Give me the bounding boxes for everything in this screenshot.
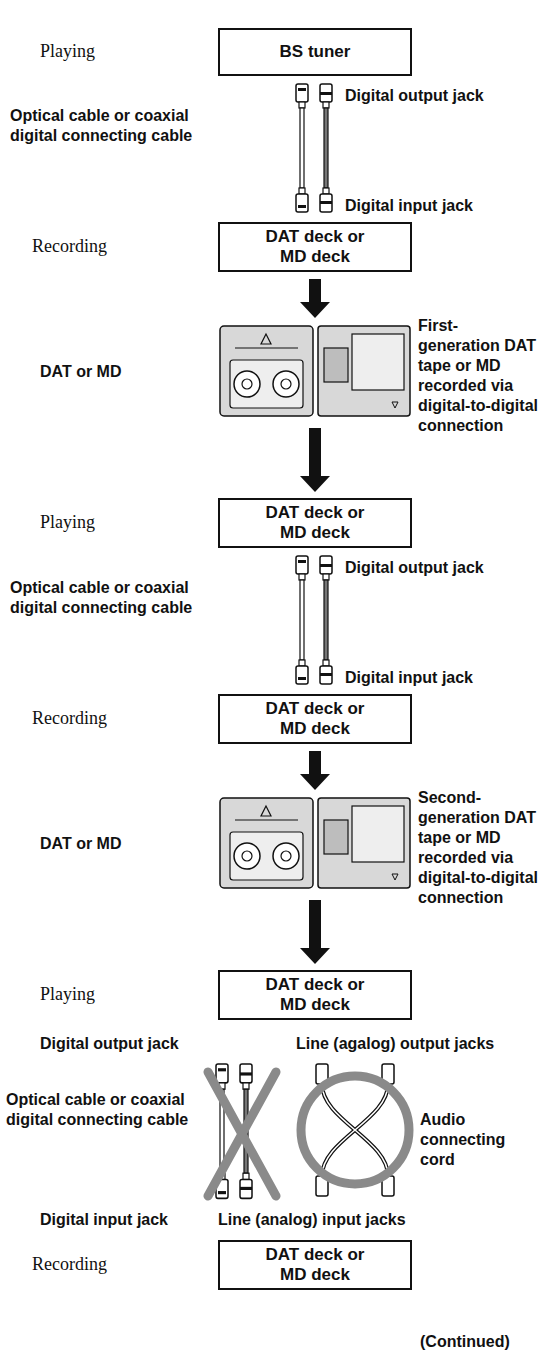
caption-label: Line (analog) input jacks — [218, 1210, 518, 1230]
caption-label: DAT or MD — [40, 362, 180, 382]
prohibited-digital-cable — [208, 1064, 276, 1198]
caption-label: Recording — [32, 707, 152, 729]
caption-label: Digital output jack — [40, 1034, 240, 1054]
caption-label: DAT or MD — [40, 834, 180, 854]
caption-label: Optical cable or coaxial digital connect… — [10, 578, 195, 618]
caption-label: Playing — [40, 40, 150, 62]
device-box: DAT deck or MD deck — [218, 498, 412, 548]
caption-label: Digital input jack — [345, 668, 535, 688]
dat-md-media — [220, 798, 410, 888]
dat-md-media — [220, 326, 410, 416]
device-name: DAT deck or MD deck — [257, 699, 373, 739]
device-box: DAT deck or MD deck — [218, 1240, 412, 1290]
device-box: BS tuner — [218, 28, 412, 76]
caption-label: Optical cable or coaxial digital connect… — [10, 106, 195, 146]
audio-cord — [301, 1064, 409, 1196]
caption-label: Digital input jack — [345, 196, 535, 216]
caption-label: Digital input jack — [40, 1210, 215, 1230]
caption-label: Second-generation DAT tape or MD recorde… — [418, 788, 538, 908]
caption-label: Playing — [40, 983, 150, 1005]
device-name: DAT deck or MD deck — [257, 1245, 373, 1285]
device-name: BS tuner — [257, 42, 373, 62]
caption-label: (Continued) — [420, 1332, 538, 1352]
caption-label: Audio connecting cord — [420, 1110, 538, 1170]
caption-label: Recording — [32, 235, 152, 257]
caption-label: Optical cable or coaxial digital connect… — [6, 1090, 196, 1130]
device-box: DAT deck or MD deck — [218, 694, 412, 744]
caption-label: Digital output jack — [345, 558, 535, 578]
digital-cable — [296, 84, 332, 212]
caption-label: Recording — [32, 1253, 152, 1275]
device-box: DAT deck or MD deck — [218, 222, 412, 272]
caption-label: Playing — [40, 511, 150, 533]
caption-label: Digital output jack — [345, 86, 535, 106]
caption-label: First-generation DAT tape or MD recorded… — [418, 316, 538, 436]
caption-label: Line (agalog) output jacks — [296, 1034, 536, 1054]
device-name: DAT deck or MD deck — [257, 503, 373, 543]
device-box: DAT deck or MD deck — [218, 970, 412, 1020]
digital-cable — [296, 556, 332, 684]
device-name: DAT deck or MD deck — [257, 975, 373, 1015]
device-name: DAT deck or MD deck — [257, 227, 373, 267]
